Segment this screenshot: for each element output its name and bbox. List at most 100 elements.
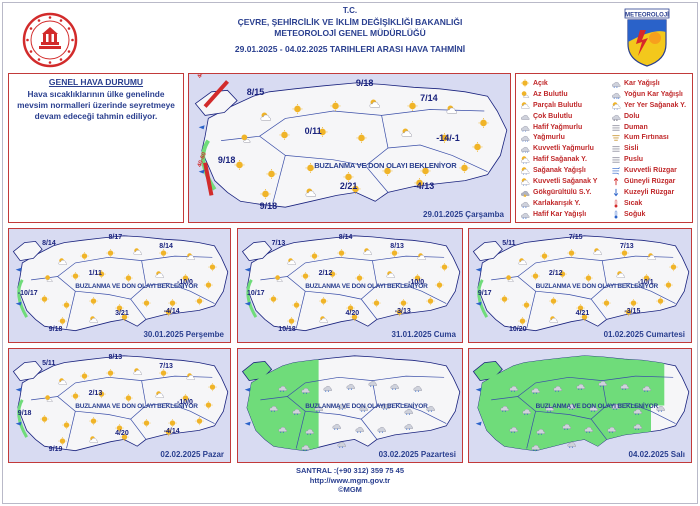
fog-icon [611, 144, 621, 153]
sun-icon [567, 249, 576, 258]
temperature-label: 2/21 [339, 180, 358, 191]
partly-cloudy-icon [363, 247, 373, 256]
south-wind-icon [611, 177, 621, 186]
sun-icon [301, 271, 310, 281]
sun-icon [287, 317, 296, 326]
temperature-label: 9/18 [355, 78, 374, 89]
legend-label: Puslu [624, 156, 644, 164]
temperature-label: 10/18 [278, 326, 296, 334]
sun-icon [520, 78, 530, 88]
snow-icon [301, 442, 310, 451]
partly-cloudy-icon [287, 257, 297, 266]
legend-label: Karlakarışık Y. [533, 199, 581, 207]
snow-icon [278, 424, 288, 433]
turkey-map [12, 355, 229, 452]
sun-icon [279, 130, 290, 141]
meteoroloji-logo: METEOROLOJİ [624, 8, 670, 67]
temperature-label: 8/14 [338, 233, 353, 241]
sun-icon [115, 423, 124, 433]
map-date-label: 04.02.2025 Salı [628, 450, 686, 459]
temperature-label: 2/13 [88, 389, 103, 397]
scattered-shower-icon [611, 101, 621, 110]
legend-label: Az Bulutlu [533, 90, 568, 98]
snow-icon [567, 401, 576, 410]
sun-icon [435, 281, 444, 290]
temperature-label: 9/17 [477, 290, 492, 297]
partly-cloudy-icon [615, 270, 625, 279]
sun-icon [40, 414, 49, 424]
sun-icon [669, 262, 678, 272]
temperature-label: 9/18 [48, 326, 63, 334]
sun-icon [343, 171, 354, 183]
sun-icon [89, 416, 98, 426]
snow-icon [404, 406, 413, 415]
temperature-label: -3/13 [394, 308, 411, 316]
partly-cloudy-icon [549, 315, 558, 324]
sun-icon [350, 312, 359, 322]
shower-icon [520, 166, 530, 175]
partly-cloudy-icon [133, 367, 142, 376]
partly-cloudy-icon [386, 270, 395, 279]
cold-icon [611, 210, 621, 219]
partly-cloudy-icon [58, 377, 67, 386]
sun-icon [106, 249, 115, 258]
sun-icon [584, 274, 593, 283]
temperature-label: 9/18 [217, 155, 236, 166]
legend-item: Parçalı Bulutlu [520, 100, 597, 111]
sun-icon [62, 421, 71, 430]
sun-icon [89, 296, 98, 306]
sun-icon [420, 165, 431, 177]
sun-icon [354, 274, 364, 283]
legend-label: Hafif Kar Yağışlı [533, 210, 587, 218]
legend-label: Hafif Yağmurlu [533, 123, 583, 131]
temperature-label: 9/18 [259, 201, 278, 212]
temperature-label: -4/14 [163, 428, 180, 436]
sun-icon [195, 296, 204, 306]
website-link[interactable]: http://www.mgm.gov.tr [309, 475, 391, 485]
temperature-label: -4/14 [163, 308, 180, 316]
partly-cloudy-icon [260, 111, 271, 122]
temperature-label: 2/12 [318, 269, 333, 277]
legend-item: Dolu [611, 111, 686, 122]
partly-cloudy-icon [520, 101, 530, 110]
sun-icon [168, 299, 177, 308]
report-header: T.C. ÇEVRE, ŞEHİRCİLİK VE İKLİM DEĞİŞİKL… [0, 6, 700, 54]
partly-cloudy-icon [305, 187, 316, 198]
temperature-label: 7/13 [620, 242, 634, 250]
summary-title: GENEL HAVA DURUMU [48, 77, 144, 87]
snow-icon [404, 421, 413, 431]
temperature-label: -10/0 [177, 398, 193, 406]
sun-icon [522, 301, 531, 310]
snow-icon [642, 383, 652, 392]
snow-icon [562, 421, 572, 431]
snow-icon [620, 381, 629, 390]
partly-cloudy-icon [155, 390, 164, 399]
sun-icon [350, 183, 361, 195]
temperature-label: 7/14 [420, 93, 438, 104]
sun-icon [292, 301, 301, 310]
sun-icon [440, 262, 449, 272]
legend-item: Güneyli Rüzgar [611, 176, 686, 187]
sun-icon [97, 389, 106, 399]
forecast-date-range: 29.01.2025 - 04.02.2025 TARIHLERI ARASI … [234, 44, 466, 54]
sun-icon [164, 308, 173, 317]
sandstorm-icon [611, 133, 621, 142]
sun-icon [390, 249, 399, 258]
snow-icon [359, 403, 368, 412]
partly-cloudy-icon [89, 315, 98, 324]
sun-icon [159, 249, 168, 258]
ministry-seal-logo [22, 12, 78, 68]
light-rain-icon [520, 123, 530, 132]
sun-icon [80, 371, 89, 381]
turkey-map [472, 235, 690, 332]
temperature-label: 7/13 [159, 362, 173, 370]
temperature-label: 8/13 [390, 242, 404, 250]
temperature-label: -10/17 [17, 290, 38, 297]
frost-warning-banner: BUZLANMA VE DON OLAYI BEKLENİYOR [314, 161, 457, 171]
map-date-label: 30.01.2025 Perşembe [143, 330, 224, 339]
